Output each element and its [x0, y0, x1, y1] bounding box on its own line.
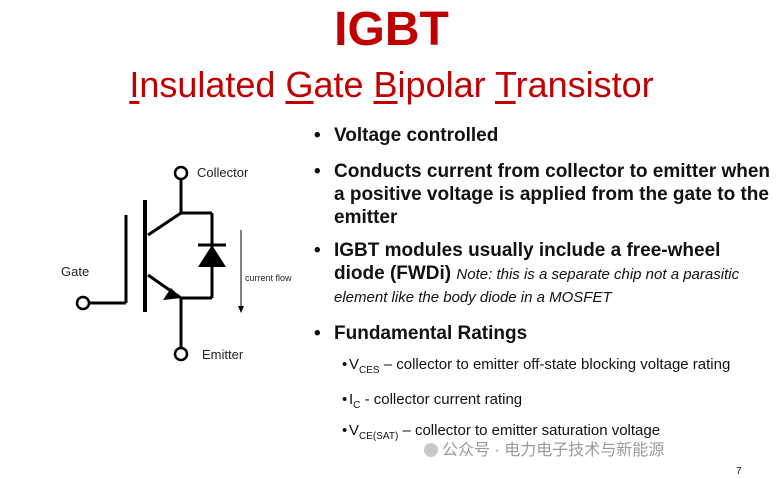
watermark: 公众号 · 电力电子技术与新能源 — [424, 436, 664, 460]
slide-subtitle: Insulated Gate Bipolar Transistor — [0, 63, 783, 107]
emitter-terminal — [173, 346, 189, 362]
diode-triangle — [198, 245, 226, 267]
bullet-item: Voltage controlled — [314, 124, 774, 147]
subtitle-word: Gate — [285, 64, 364, 105]
current-flow-label: current flow — [245, 273, 292, 283]
rating-item: •VCE(SAT) – collector to emitter saturat… — [342, 422, 661, 442]
emitter-arrow — [163, 288, 181, 300]
subtitle-word: Transistor — [494, 64, 654, 105]
subtitle-word: Bipolar — [373, 64, 486, 105]
gate-label: Gate — [61, 264, 89, 279]
collector-terminal — [173, 165, 189, 181]
page-number: 7 — [736, 466, 742, 477]
bullet-item: Fundamental Ratings — [314, 322, 774, 345]
rating-item: •IC - collector current rating — [342, 391, 523, 411]
current-flow-arrowhead — [238, 306, 244, 313]
bullet-list: Voltage controlled Conducts current from… — [314, 124, 774, 446]
subtitle-word: Insulated — [129, 64, 276, 105]
bullet-item: Conducts current from collector to emitt… — [314, 160, 774, 229]
collector-channel-line — [147, 211, 182, 237]
bullet-item: IGBT modules usually include a free-whee… — [314, 239, 774, 308]
slide-title: IGBT — [334, 3, 449, 56]
emitter-label: Emitter — [202, 347, 244, 362]
wechat-icon — [424, 443, 438, 457]
bullet-note: Note: this is a separate chip not a para… — [334, 266, 740, 306]
igbt-symbol-diagram: Collector Gate Emitter current flow — [61, 165, 292, 362]
gate-terminal — [75, 295, 91, 311]
rating-item: •VCES – collector to emitter off-state b… — [342, 356, 731, 376]
collector-label: Collector — [197, 165, 249, 180]
bullet-text: IGBT modules usually include a free-whee… — [334, 240, 721, 284]
